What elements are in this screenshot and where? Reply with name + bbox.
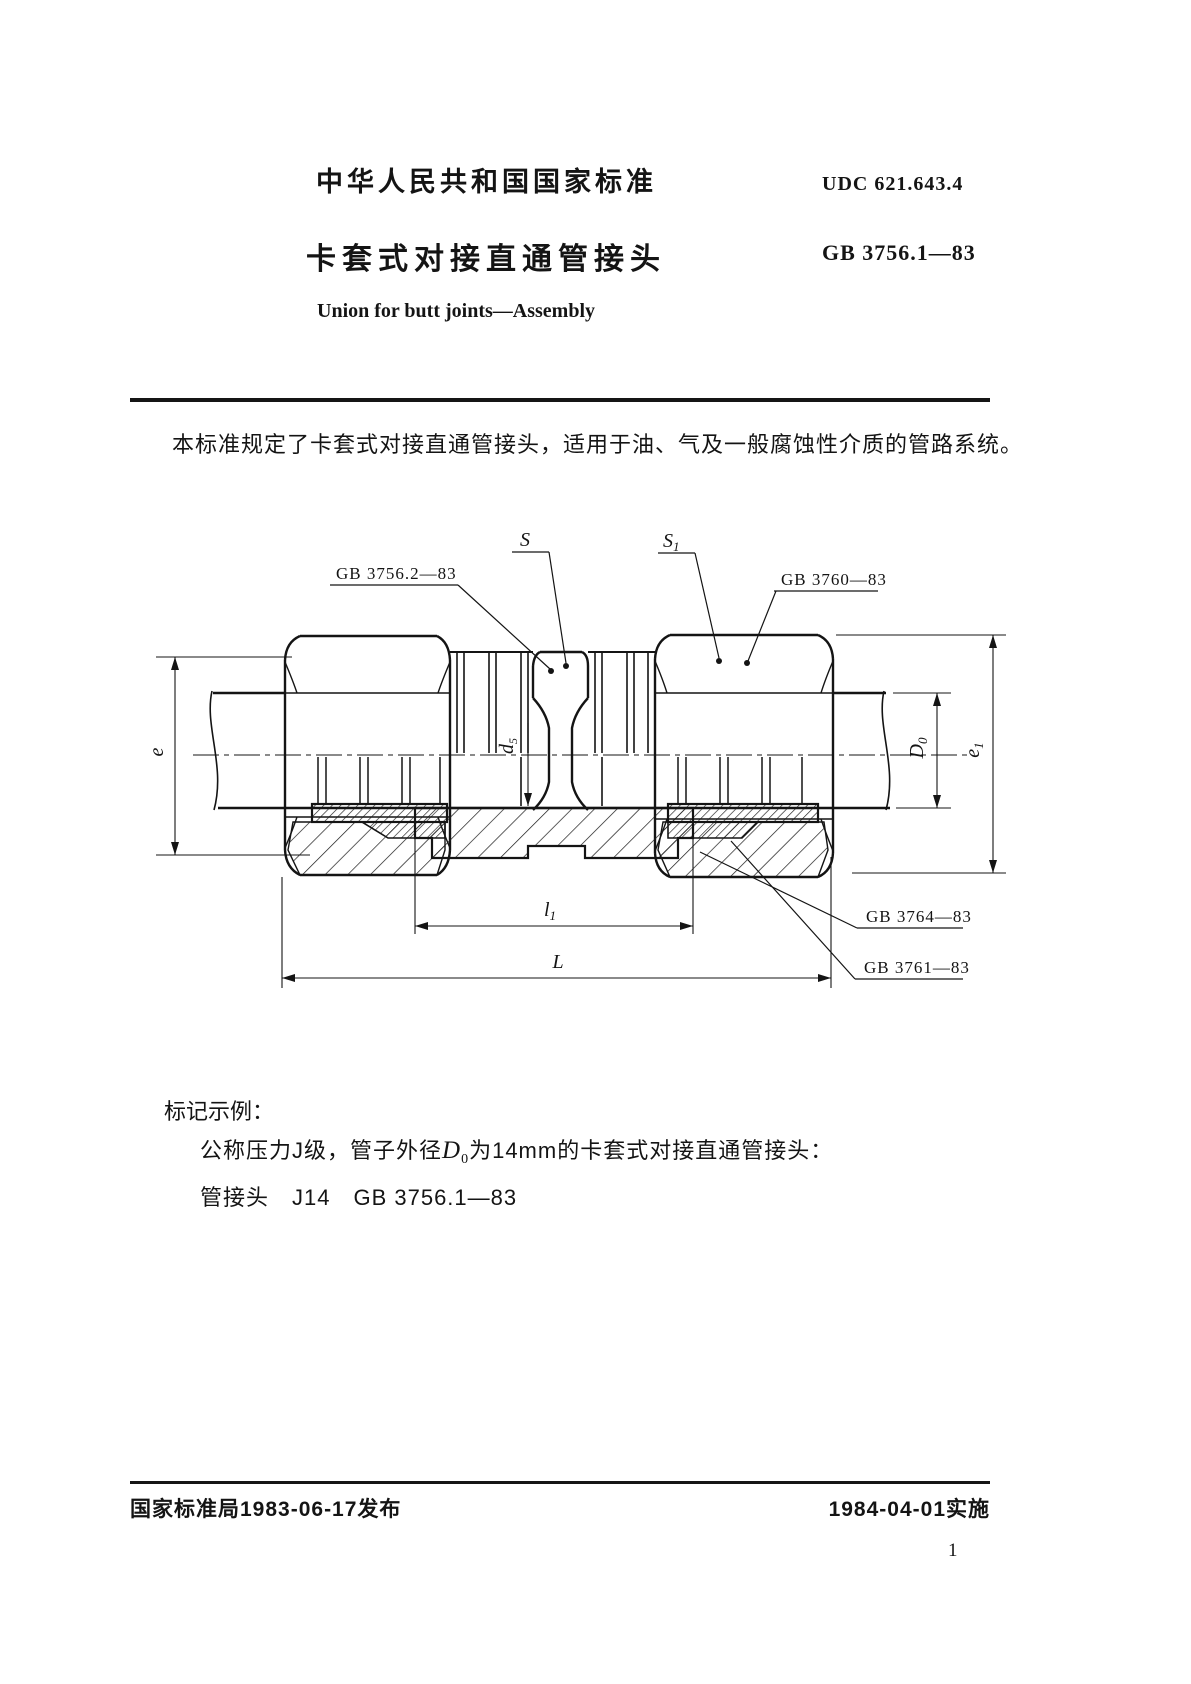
body-hex (531, 650, 590, 811)
leader-s1 (658, 552, 722, 664)
marking-example-line2: 管接头 J14 GB 3756.1—83 (200, 1185, 518, 1210)
label-gb3760: GB 3760—83 (781, 570, 887, 589)
standard-number: GB 3756.1—83 (822, 240, 976, 265)
dim-l1-label: l1 (544, 899, 556, 923)
label-gb37562: GB 3756.2—83 (336, 564, 457, 583)
dim-L (281, 857, 832, 988)
dim-e1 (836, 634, 1006, 874)
marking-example-line1: 公称压力J级，管子外径D0为14mm的卡套式对接直通管接头： (200, 1133, 833, 1168)
body-collar-left (450, 651, 533, 806)
d0-symbol: D (442, 1137, 462, 1164)
body-section (413, 806, 695, 860)
leader-gb3764 (699, 851, 963, 929)
body-collar-right (588, 651, 655, 806)
label-gb3764: GB 3764—83 (866, 907, 972, 926)
marking-line1-pre: 公称压力J级，管子外径 (200, 1138, 443, 1163)
dim-d5-label: d5 (496, 738, 520, 754)
label-s: S (520, 529, 530, 551)
leader-gb37562 (330, 584, 554, 674)
footer-implemented-date: 1984-04-01实施 (828, 1498, 990, 1521)
dim-d0-label: D0 (906, 737, 930, 759)
scope-paragraph: 本标准规定了卡套式对接直通管接头，适用于油、气及一般腐蚀性介质的管路系统。 (172, 432, 1024, 457)
footer-divider-rule (130, 1481, 990, 1484)
english-title: Union for butt joints—Assembly (317, 300, 595, 322)
dim-e (156, 656, 310, 856)
udc-number: UDC 621.643.4 (822, 173, 964, 195)
header-divider-rule (130, 398, 990, 402)
footer-issued-date: 国家标准局1983-06-17发布 (130, 1498, 402, 1521)
dim-e-label: e (146, 747, 168, 756)
label-s1: S1 (663, 530, 680, 554)
union-assembly-drawing: e e1 D0 d5 (146, 529, 1006, 988)
leader-gb3761 (730, 840, 963, 980)
left-nut-threads (317, 757, 441, 805)
dim-l1 (414, 808, 694, 934)
national-standard-header: 中华人民共和国国家标准 (316, 167, 657, 197)
page-number: 1 (948, 1540, 958, 1561)
leader-s (512, 551, 569, 669)
marking-example-heading: 标记示例： (164, 1099, 275, 1124)
page-title: 卡套式对接直通管接头 (306, 243, 666, 276)
d0-subscript: 0 (461, 1152, 470, 1167)
dim-d0 (893, 692, 951, 809)
dim-e1-label: e1 (962, 742, 986, 757)
leader-gb3760 (744, 590, 878, 666)
right-nut-threads (677, 757, 803, 805)
label-gb3761: GB 3761—83 (864, 958, 970, 977)
marking-line1-post: 为14mm的卡套式对接直通管接头： (469, 1138, 834, 1163)
dim-L-label: L (551, 951, 563, 973)
pipe-left (209, 690, 285, 811)
pipe-right (833, 690, 891, 811)
